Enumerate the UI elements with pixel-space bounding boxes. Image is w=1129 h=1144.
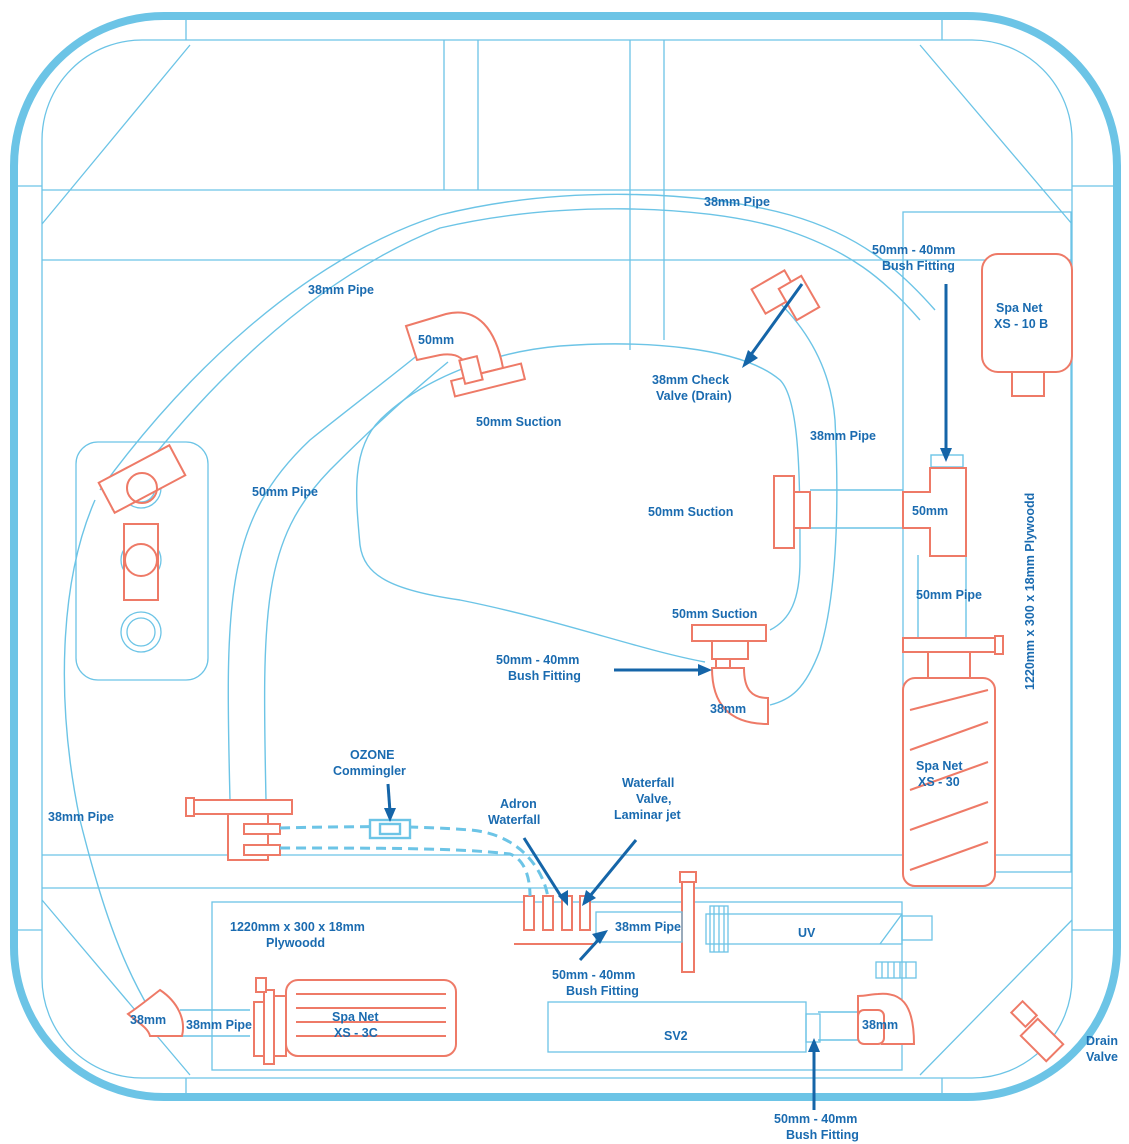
label-spanet-xs10b-1: Spa Net	[996, 301, 1043, 315]
label-ozone-1: OZONE	[350, 748, 394, 762]
callout-arrows	[384, 283, 952, 1110]
label-spanet-xs10b-2: XS - 10 B	[994, 317, 1048, 331]
label-38mm-pipe-left-upper: 38mm Pipe	[308, 283, 374, 297]
label-bush-lower-mid-1: 50mm - 40mm	[552, 968, 635, 982]
label-bush-top-right-1: 50mm - 40mm	[872, 243, 955, 257]
label-bush-mid-1: 50mm - 40mm	[496, 653, 579, 667]
label-plywood-horizontal-2: Plywoodd	[266, 936, 325, 950]
label-plywood-horizontal-1: 1220mm x 300 x 18mm	[230, 920, 365, 934]
label-50mm-tee: 50mm	[912, 504, 948, 518]
label-elbow-38-mid: 38mm	[710, 702, 746, 716]
label-check-valve-1: 38mm Check	[652, 373, 729, 387]
label-spanet-xs30-1: Spa Net	[916, 759, 963, 773]
label-suction-top: 50mm Suction	[476, 415, 561, 429]
label-38mm-pipe-pump: 38mm Pipe	[186, 1018, 252, 1032]
label-plywood-vertical: 1220mm x 300 x 18mm Plywoodd	[1023, 493, 1037, 690]
label-bush-top-right-2: Bush Fitting	[882, 259, 955, 273]
label-spanet-xs3c-1: Spa Net	[332, 1010, 379, 1024]
label-waterfall-valve-3: Laminar jet	[614, 808, 682, 822]
components	[126, 253, 1073, 1065]
label-adron-1: Adron	[500, 797, 537, 811]
label-38mm-pipe-right: 38mm Pipe	[810, 429, 876, 443]
label-drain-valve-2: Valve	[1086, 1050, 1118, 1064]
label-38mm-pipe-uv: 38mm Pipe	[615, 920, 681, 934]
label-50mm-pipe-right: 50mm Pipe	[916, 588, 982, 602]
label-suction-bottom: 50mm Suction	[672, 607, 757, 621]
label-check-valve-2: Valve (Drain)	[656, 389, 732, 403]
label-bush-bottom-1: 50mm - 40mm	[774, 1112, 857, 1126]
label-sv2: SV2	[664, 1029, 688, 1043]
label-38mm-pipe-top: 38mm Pipe	[704, 195, 770, 209]
labels: 38mm Pipe 38mm Pipe 50mm - 40mm Bush Fit…	[48, 195, 1118, 1142]
label-spanet-xs30-2: XS - 30	[918, 775, 960, 789]
label-bush-bottom-2: Bush Fitting	[786, 1128, 859, 1142]
label-spanet-xs3c-2: XS - 3C	[334, 1026, 378, 1040]
label-50mm-elbow: 50mm	[418, 333, 454, 347]
label-bush-lower-mid-2: Bush Fitting	[566, 984, 639, 998]
label-bush-mid-2: Bush Fitting	[508, 669, 581, 683]
ozone-assembly	[279, 818, 550, 899]
label-adron-2: Waterfall	[488, 813, 540, 827]
uv-sv2-housings	[547, 905, 933, 1053]
label-uv: UV	[798, 926, 816, 940]
label-elbow-38-left: 38mm	[130, 1013, 166, 1027]
jet-panel	[75, 441, 209, 681]
label-50mm-pipe-left: 50mm Pipe	[252, 485, 318, 499]
label-elbow-38-right: 38mm	[862, 1018, 898, 1032]
label-ozone-2: Commingler	[333, 764, 406, 778]
spa-shell-frame	[10, 12, 1121, 1101]
pipe-network	[63, 193, 967, 1041]
label-waterfall-valve-2: Valve,	[636, 792, 671, 806]
label-suction-mid: 50mm Suction	[648, 505, 733, 519]
label-drain-valve-1: Drain	[1086, 1034, 1118, 1048]
label-38mm-pipe-left-lower: 38mm Pipe	[48, 810, 114, 824]
label-waterfall-valve-1: Waterfall	[622, 776, 674, 790]
